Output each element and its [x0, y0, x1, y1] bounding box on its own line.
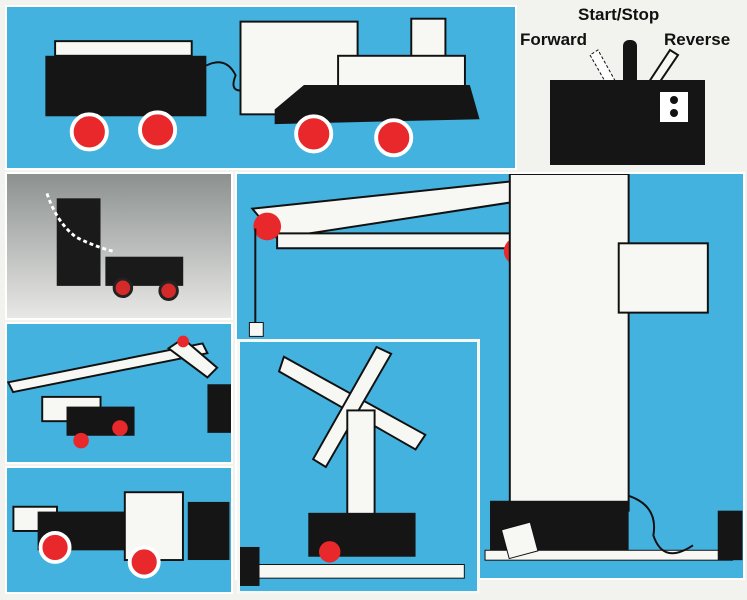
car-illustration: [12, 491, 230, 579]
car-panel: [5, 466, 233, 594]
switch-box-icon: [550, 40, 705, 165]
motor-control-diagram: Start/Stop Forward Reverse: [520, 0, 747, 170]
windmill-illustration: [240, 345, 465, 586]
forward-label: Forward: [520, 30, 588, 49]
photo-panel: [5, 172, 233, 320]
photo-battery-car: [45, 192, 184, 301]
start-stop-label: Start/Stop: [578, 5, 660, 24]
helicopter-illustration: [7, 335, 231, 449]
windmill-panel: [237, 339, 480, 594]
train-illustration: [45, 17, 480, 158]
reverse-label: Reverse: [664, 30, 731, 49]
helicopter-panel: [5, 322, 233, 464]
crane-illustration: [248, 174, 743, 561]
train-panel: [5, 5, 517, 170]
